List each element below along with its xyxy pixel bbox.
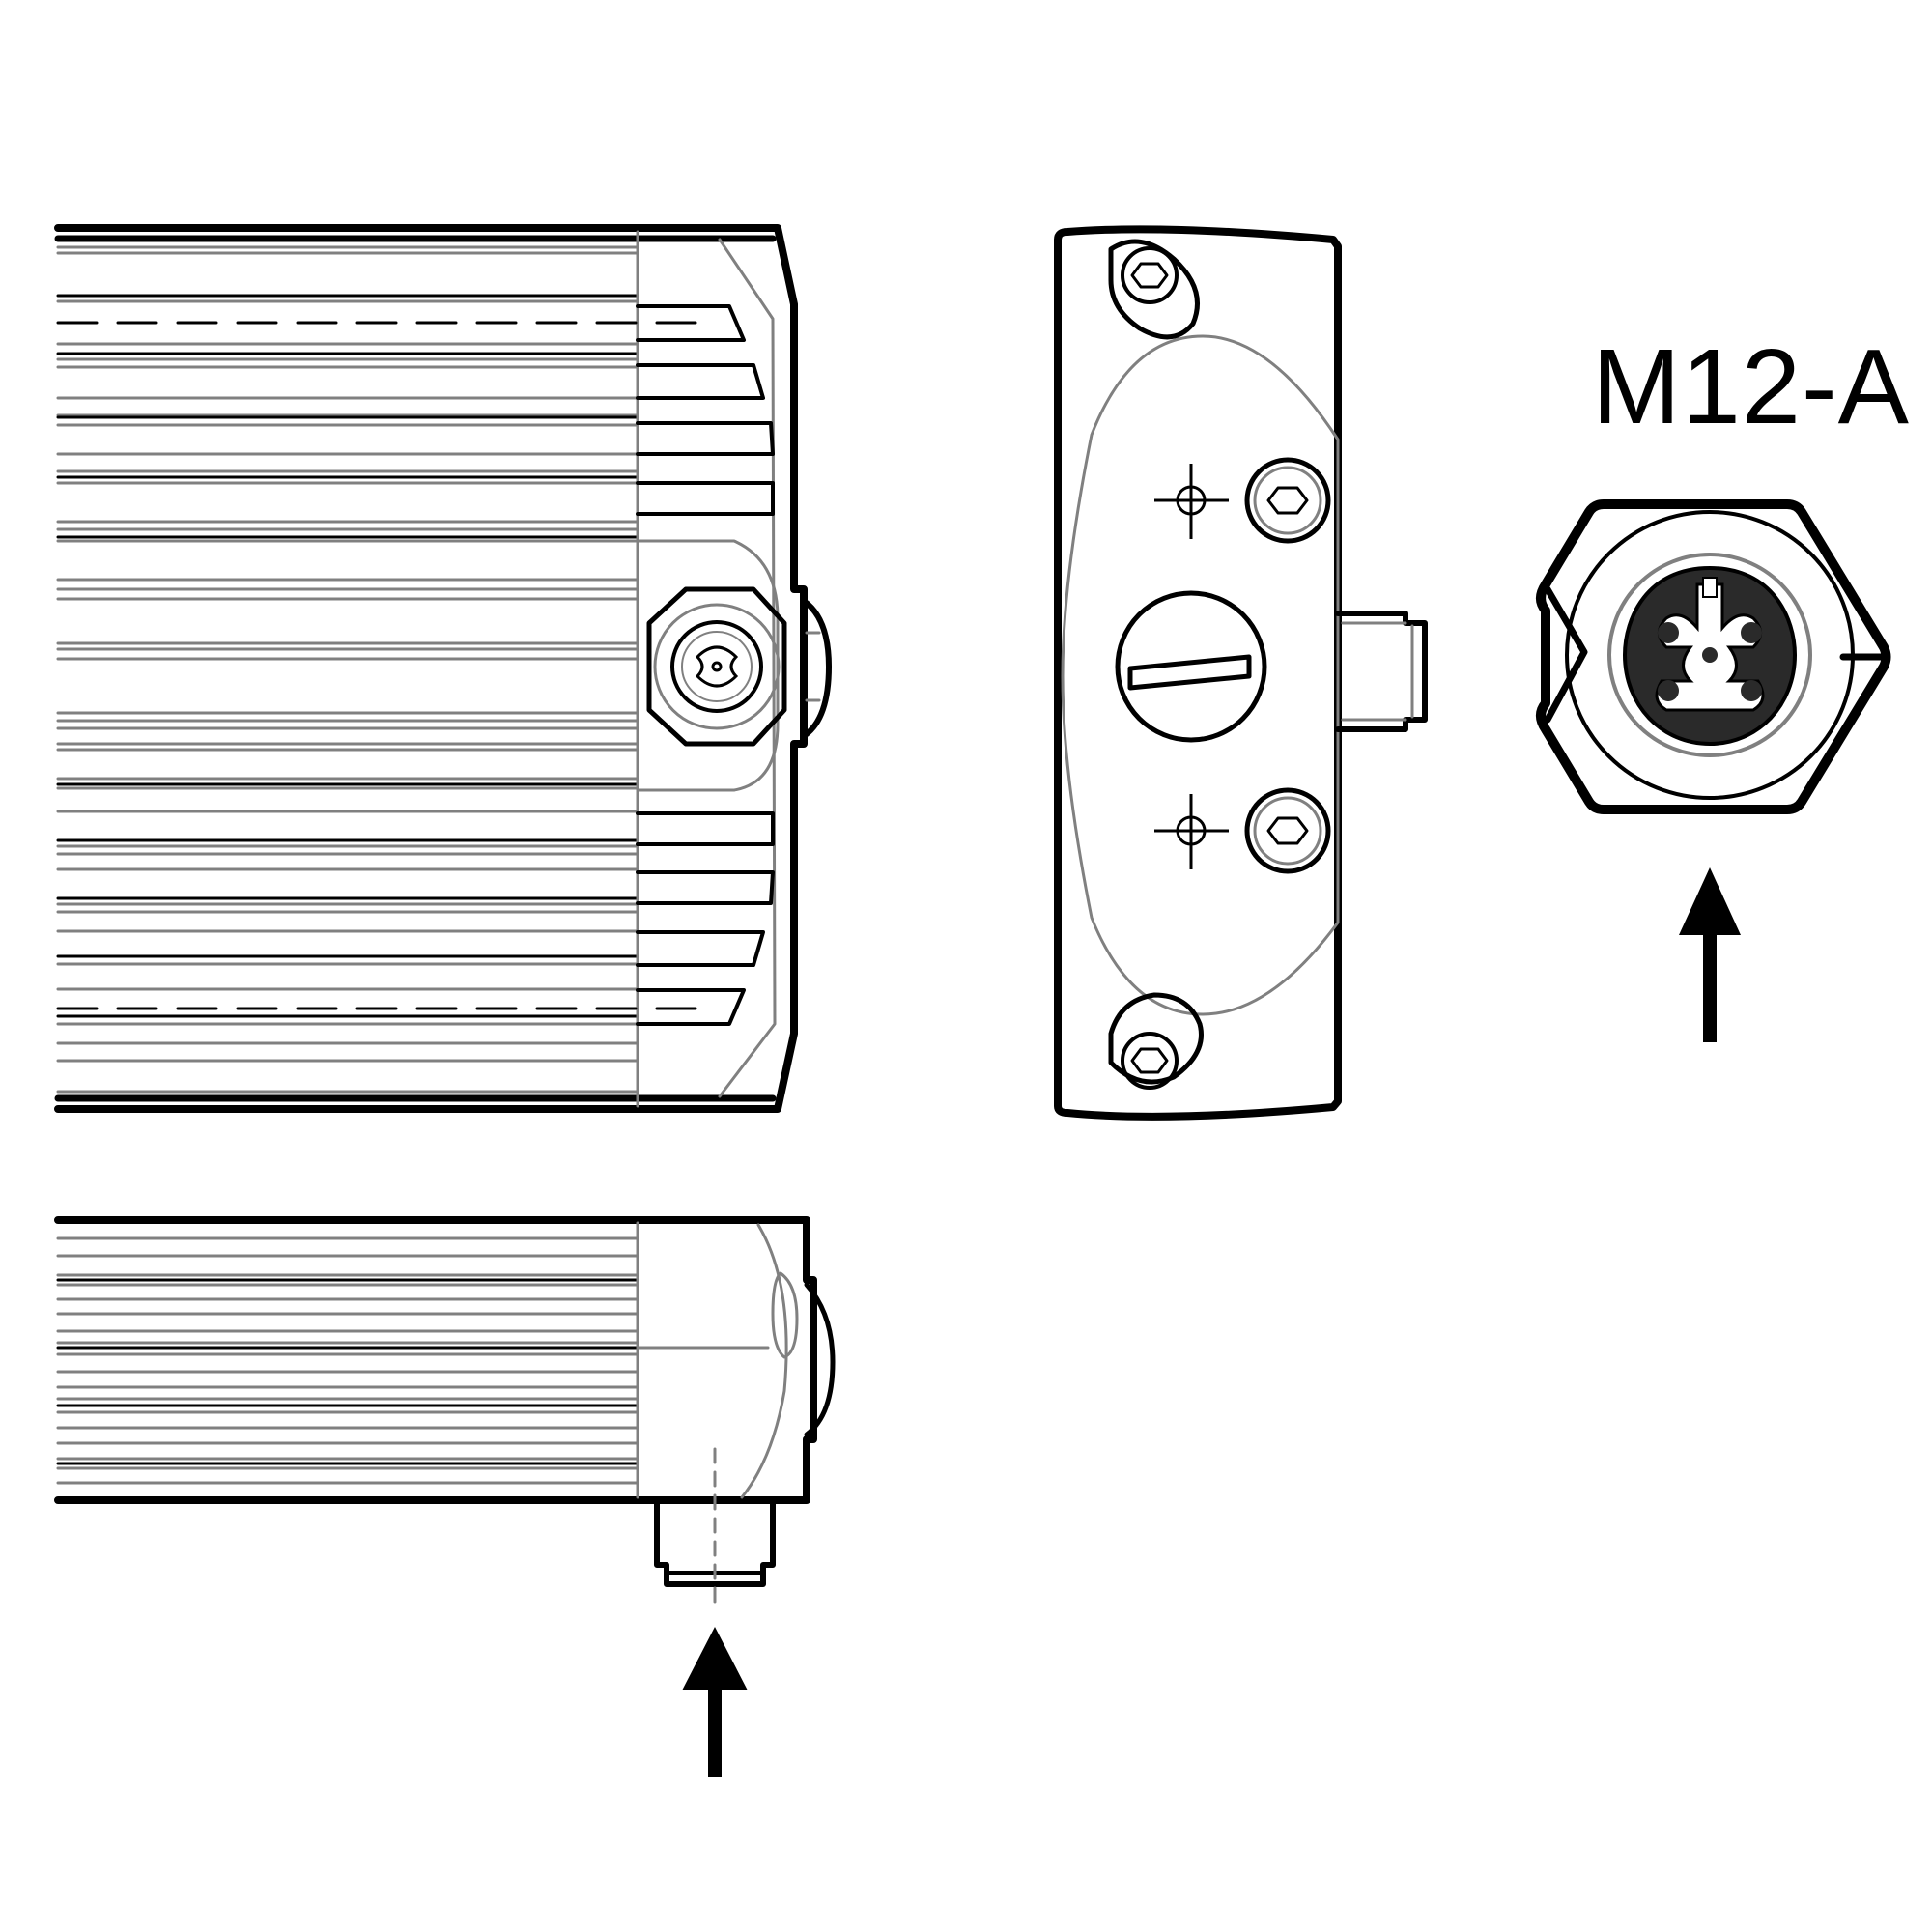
end-view-bottom-hex-socket-screw-icon bbox=[1108, 992, 1204, 1090]
front-view-connector bbox=[646, 586, 787, 747]
end-view-lower-hex-socket-screw-icon bbox=[1244, 787, 1331, 874]
m12-socket-icon bbox=[1622, 565, 1798, 747]
end-cap-slots bbox=[636, 304, 775, 1026]
end-view-lower-crosshair-mark-icon bbox=[1154, 794, 1229, 869]
end-view-upper-hex-socket-screw-icon bbox=[1244, 457, 1331, 544]
m12-a-up-arrow-icon bbox=[1679, 867, 1741, 1042]
side-view-housing bbox=[54, 1216, 836, 1777]
front-socket-pins bbox=[695, 645, 739, 688]
front-view-fins bbox=[56, 245, 639, 1094]
front-view-housing bbox=[54, 224, 832, 1113]
side-view-fins bbox=[56, 1236, 639, 1485]
end-view-rotary-knob bbox=[1115, 590, 1267, 743]
m12-a-detail: M12-A bbox=[1536, 327, 1910, 1042]
connector-label: M12-A bbox=[1592, 327, 1910, 446]
end-view-upper-crosshair-mark-icon bbox=[1154, 464, 1229, 539]
side-view-up-arrow-icon bbox=[682, 1627, 748, 1777]
end-view-housing bbox=[1054, 225, 1428, 1121]
end-view-connector-stub bbox=[1335, 611, 1428, 732]
end-view-top-hex-socket-screw-icon bbox=[1108, 239, 1200, 340]
